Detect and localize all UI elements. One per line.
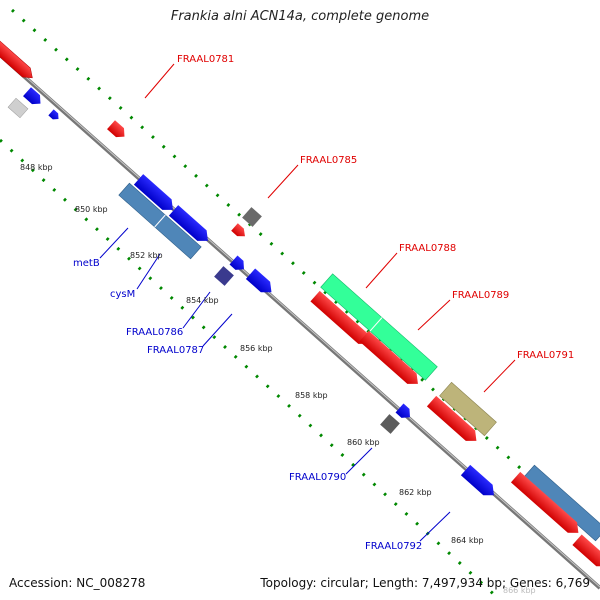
gene-FRAAL0789-b[interactable]	[359, 330, 422, 389]
gene-metB-cysM[interactable]	[118, 182, 202, 260]
genome-backbone-highlight	[0, 53, 600, 588]
gene-blue-lower[interactable]	[168, 205, 213, 246]
label-metB[interactable]: metB	[73, 258, 100, 269]
label-FRAAL0792[interactable]: FRAAL0792	[365, 541, 422, 552]
gene-red-bottom-1[interactable]	[510, 471, 583, 538]
map-title: Frankia alni ACN14a, complete genome	[170, 9, 430, 24]
tick-858: 858 kbp	[295, 391, 328, 400]
genome-backbone	[0, 53, 600, 590]
outer-dotted-track	[10, 8, 600, 542]
tick-854: 854 kbp	[186, 296, 219, 305]
tick-852: 852 kbp	[130, 251, 163, 260]
gene-red-bottom-2[interactable]	[572, 534, 600, 571]
tick-856: 856 kbp	[240, 344, 273, 353]
gene-FRAAL0781[interactable]	[107, 120, 128, 141]
label-FRAAL0785[interactable]: FRAAL0785	[300, 155, 357, 166]
gene-FRAAL0790[interactable]	[380, 414, 400, 434]
gene-FRAAL0788[interactable]	[320, 273, 438, 381]
label-FRAAL0781[interactable]: FRAAL0781	[177, 54, 234, 65]
gene-lightgray[interactable]	[7, 97, 29, 119]
topology-text: Topology: circular; Length: 7,497,934 bp…	[260, 576, 590, 590]
gene-FRAAL0787[interactable]	[245, 268, 276, 297]
gene-FRAAL0785[interactable]	[231, 223, 248, 240]
gene-FRAAL0786[interactable]	[214, 266, 234, 286]
tick-866: 866 kbp	[503, 586, 536, 595]
inner-dotted-track	[0, 138, 502, 600]
label-FRAAL0790[interactable]: FRAAL0790	[289, 472, 346, 483]
gene-blue-upper[interactable]	[133, 174, 178, 215]
leader-lines	[99, 63, 516, 542]
label-cysM[interactable]: cysM	[110, 289, 135, 300]
tick-848: 848 kbp	[20, 163, 53, 172]
accession-text: Accession: NC_008278	[9, 576, 146, 590]
gene-red-0791b[interactable]	[426, 395, 481, 446]
gene-blue-small-3[interactable]	[229, 255, 248, 274]
label-FRAAL0788[interactable]: FRAAL0788	[399, 243, 456, 254]
tick-850: 850 kbp	[75, 205, 108, 214]
tick-labels: 848 kbp 850 kbp 852 kbp 854 kbp 856 kbp …	[20, 163, 536, 595]
gene-FRAAL0791[interactable]	[439, 381, 497, 437]
label-FRAAL0791[interactable]: FRAAL0791	[517, 350, 574, 361]
gene-features	[0, 37, 600, 571]
gene-blue-small-1[interactable]	[23, 87, 44, 108]
tick-864: 864 kbp	[451, 536, 484, 545]
tick-860: 860 kbp	[347, 438, 380, 447]
gene-labels: FRAAL0781 FRAAL0785 FRAAL0788 FRAAL0789 …	[73, 54, 574, 552]
gene-FRAAL0785-gray[interactable]	[242, 207, 262, 227]
gene-blue-small-2[interactable]	[48, 109, 61, 122]
gene-blue-small-4[interactable]	[395, 403, 414, 422]
tick-862: 862 kbp	[399, 488, 432, 497]
label-FRAAL0789[interactable]: FRAAL0789	[452, 290, 509, 301]
gene-FRAAL0792[interactable]	[460, 464, 499, 501]
gene-FRAAL0789-a[interactable]	[310, 290, 373, 349]
label-FRAAL0786[interactable]: FRAAL0786	[126, 327, 183, 338]
gene-red-topleft[interactable]	[0, 37, 36, 83]
label-FRAAL0787[interactable]: FRAAL0787	[147, 345, 204, 356]
